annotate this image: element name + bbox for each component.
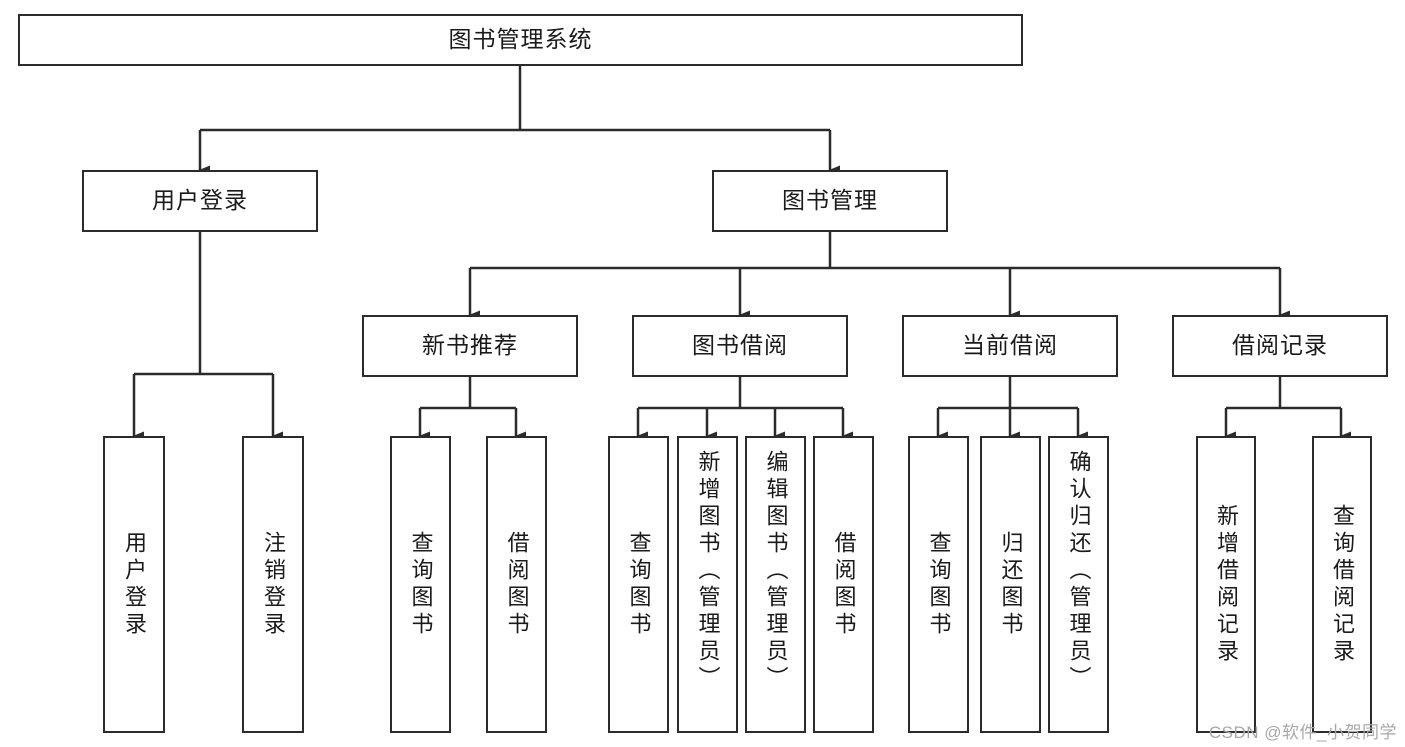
node-book-management[interactable]: 图书管理 — [712, 170, 948, 232]
bus-lines — [134, 66, 1341, 410]
node-label: 图书借阅 — [692, 332, 788, 359]
node-label: 查询图书 — [926, 530, 952, 639]
leaf-borrow-query-book[interactable]: 查询图书 — [608, 436, 669, 733]
leaf-borrow-edit-book[interactable]: 编辑图书（管理员） — [745, 436, 806, 733]
leaf-borrow-add-book[interactable]: 新增图书（管理员） — [677, 436, 738, 733]
node-label: 归还图书 — [998, 530, 1024, 639]
leaf-current-query-book[interactable]: 查询图书 — [908, 436, 969, 733]
node-label: 注销登录 — [261, 530, 286, 639]
node-label: 查询借阅记录 — [1330, 503, 1355, 666]
leaf-new-book-borrow[interactable]: 借阅图书 — [486, 436, 547, 733]
node-current-borrow[interactable]: 当前借阅 — [902, 315, 1118, 377]
node-root-system[interactable]: 图书管理系统 — [18, 14, 1023, 66]
node-label: 新增借阅记录 — [1214, 503, 1239, 666]
node-label: 图书管理 — [782, 187, 878, 214]
node-label: 图书管理系统 — [448, 26, 593, 53]
node-label: 当前借阅 — [962, 332, 1058, 359]
arrow-lines — [132, 130, 1351, 441]
node-label: 借阅图书 — [504, 530, 530, 639]
node-label: 查询图书 — [408, 530, 434, 639]
node-new-book-recommend[interactable]: 新书推荐 — [362, 315, 578, 377]
node-label: 新增图书（管理员） — [695, 450, 721, 693]
leaf-user-logout[interactable]: 注销登录 — [242, 436, 304, 733]
leaf-user-login[interactable]: 用户登录 — [103, 436, 165, 733]
node-borrow-record[interactable]: 借阅记录 — [1172, 315, 1388, 377]
leaf-record-query[interactable]: 查询借阅记录 — [1312, 436, 1372, 733]
leaf-record-add[interactable]: 新增借阅记录 — [1196, 436, 1256, 733]
node-label: 借阅图书 — [831, 530, 857, 639]
node-label: 查询图书 — [626, 530, 652, 639]
node-label: 用户登录 — [122, 530, 147, 639]
node-label: 新书推荐 — [422, 332, 518, 359]
leaf-borrow-do-borrow[interactable]: 借阅图书 — [813, 436, 874, 733]
node-label: 借阅记录 — [1232, 332, 1328, 359]
leaf-new-book-query[interactable]: 查询图书 — [390, 436, 451, 733]
node-user-login[interactable]: 用户登录 — [82, 170, 318, 232]
node-label: 用户登录 — [152, 187, 248, 214]
node-label: 编辑图书（管理员） — [763, 450, 789, 693]
leaf-current-confirm-return[interactable]: 确认归还（管理员） — [1048, 436, 1109, 733]
node-book-borrow[interactable]: 图书借阅 — [632, 315, 848, 377]
leaf-current-return-book[interactable]: 归还图书 — [980, 436, 1041, 733]
node-label: 确认归还（管理员） — [1066, 450, 1092, 693]
